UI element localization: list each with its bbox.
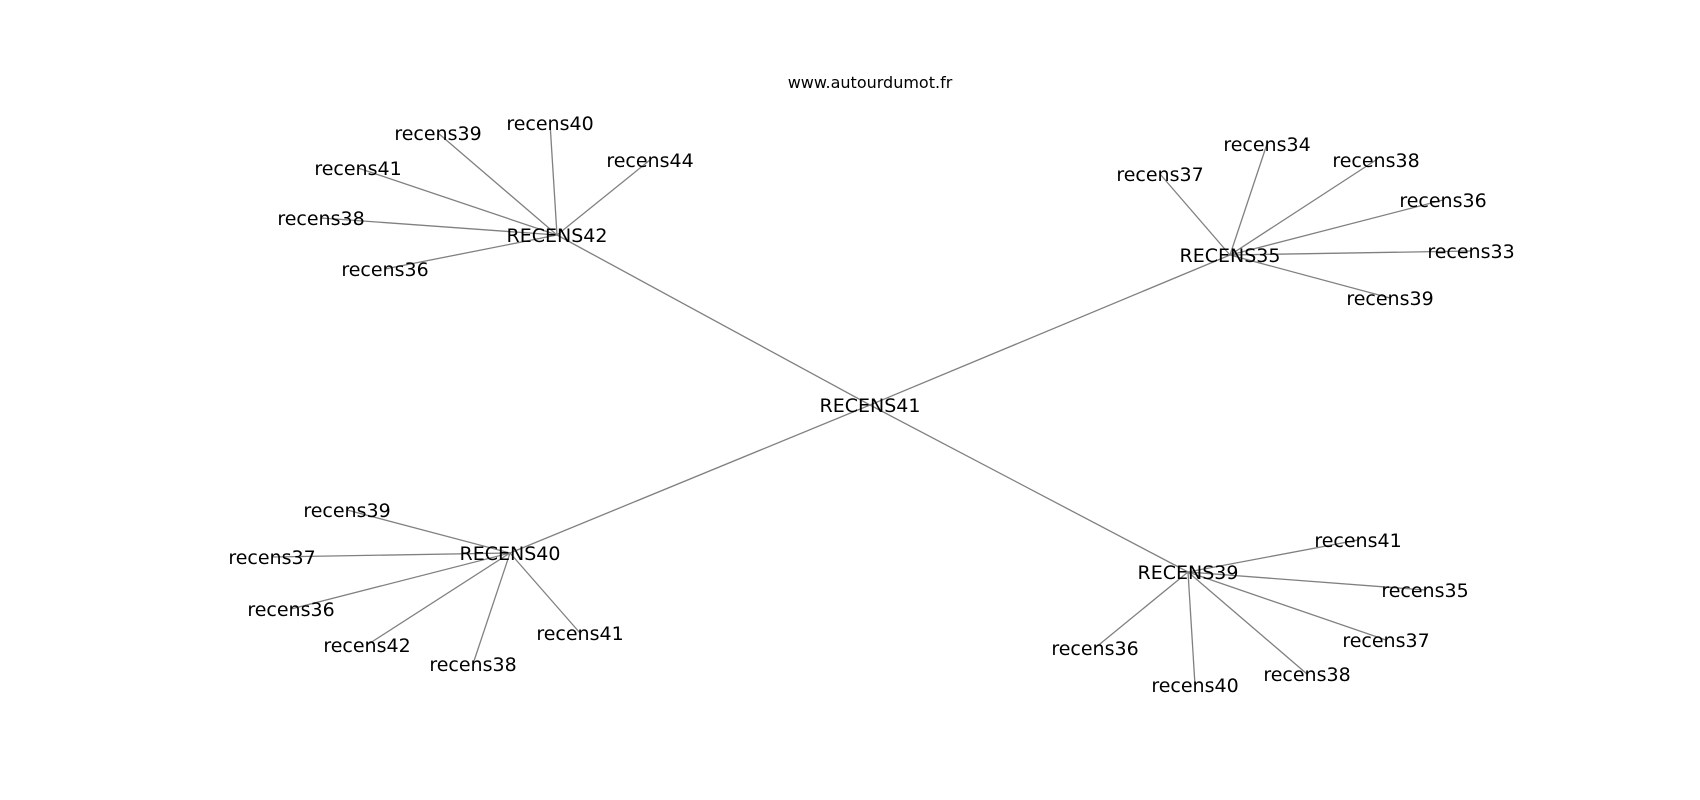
edge-center-to-hub <box>556 234 871 406</box>
leaf-node[interactable]: recens41 <box>314 158 401 180</box>
leaf-node[interactable]: recens42 <box>323 635 410 657</box>
edge-layer <box>271 122 1472 686</box>
leaf-node[interactable]: recens38 <box>1332 150 1419 172</box>
leaf-node[interactable]: recens39 <box>394 123 481 145</box>
leaf-node[interactable]: recens44 <box>606 150 693 172</box>
leaf-node[interactable]: recens37 <box>1342 630 1429 652</box>
edge-hub-to-leaf <box>549 122 558 236</box>
edge-hub-to-leaf <box>346 509 511 554</box>
leaf-node[interactable]: recens36 <box>247 599 334 621</box>
hub-node[interactable]: RECENS42 <box>507 225 608 247</box>
leaf-node[interactable]: recens39 <box>1346 288 1433 310</box>
leaf-node[interactable]: recens36 <box>1051 638 1138 660</box>
edge-hub-to-leaf <box>1187 571 1426 591</box>
edge-center-to-hub <box>509 404 871 554</box>
edge-hub-to-leaf <box>1094 571 1189 649</box>
center-node[interactable]: RECENS41 <box>820 395 921 417</box>
edge-center-to-hub <box>869 404 1189 573</box>
leaf-node[interactable]: recens37 <box>1116 164 1203 186</box>
edge-hub-to-leaf <box>1187 571 1196 686</box>
leaf-node[interactable]: recens33 <box>1427 241 1514 263</box>
leaf-node[interactable]: recens38 <box>277 208 364 230</box>
leaf-node[interactable]: recens38 <box>429 654 516 676</box>
edge-hub-to-leaf <box>1229 254 1391 299</box>
leaf-node[interactable]: recens41 <box>536 623 623 645</box>
edge-hub-to-leaf <box>1187 571 1387 641</box>
edge-hub-to-leaf <box>271 552 511 558</box>
hub-node[interactable]: RECENS35 <box>1180 245 1281 267</box>
edge-center-to-hub <box>869 254 1231 406</box>
leaf-node[interactable]: recens38 <box>1263 664 1350 686</box>
edge-hub-to-leaf <box>320 217 558 236</box>
edge-hub-to-leaf <box>384 234 558 270</box>
edge-hub-to-leaf <box>357 167 558 236</box>
leaf-node[interactable]: recens40 <box>506 113 593 135</box>
leaf-node[interactable]: recens39 <box>303 500 390 522</box>
edge-hub-to-leaf <box>366 552 511 646</box>
leaf-node[interactable]: recens41 <box>1314 530 1401 552</box>
edge-hub-to-leaf <box>290 552 511 610</box>
leaf-node[interactable]: recens36 <box>341 259 428 281</box>
edge-hub-to-leaf <box>1159 173 1231 256</box>
edge-hub-to-leaf <box>1229 250 1472 256</box>
hub-node[interactable]: RECENS40 <box>460 543 561 565</box>
leaf-node[interactable]: recens35 <box>1381 580 1468 602</box>
edge-hub-to-leaf <box>1187 539 1359 573</box>
edge-hub-to-leaf <box>1229 159 1377 256</box>
leaf-node[interactable]: recens40 <box>1151 675 1238 697</box>
edge-hub-to-leaf <box>1187 571 1308 675</box>
edge-hub-to-leaf <box>556 159 651 236</box>
edge-hub-to-leaf <box>509 552 581 634</box>
leaf-node[interactable]: recens37 <box>228 547 315 569</box>
leaf-node[interactable]: recens34 <box>1223 134 1310 156</box>
hub-node[interactable]: RECENS39 <box>1138 562 1239 584</box>
edge-hub-to-leaf <box>472 552 511 665</box>
leaf-node[interactable]: recens36 <box>1399 190 1486 212</box>
edge-hub-to-leaf <box>1229 143 1268 256</box>
node-layer: RECENS41 RECENS42 recens39 recens40 recens44… <box>228 113 1514 697</box>
edge-hub-to-leaf <box>1229 199 1444 256</box>
edge-hub-to-leaf <box>437 132 558 236</box>
site-url: www.autourdumot.fr <box>788 73 953 92</box>
